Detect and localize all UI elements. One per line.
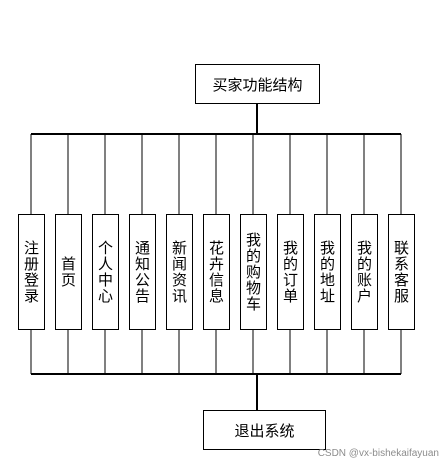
module-box: 通知公告 xyxy=(128,214,156,330)
module-box: 我的地址 xyxy=(313,214,341,330)
module-box: 新闻资讯 xyxy=(165,214,193,330)
module-label: 我的地址 xyxy=(318,240,336,304)
watermark: CSDN @vx-bishekaifayuan xyxy=(317,448,439,459)
module-label: 联系客服 xyxy=(392,240,410,304)
module-label: 首页 xyxy=(59,256,77,288)
module-label: 通知公告 xyxy=(133,240,151,304)
module-label: 花卉信息 xyxy=(207,240,225,304)
module-label: 我的账户 xyxy=(355,240,373,304)
module-box: 花卉信息 xyxy=(202,214,230,330)
root-node-label: 买家功能结构 xyxy=(212,75,303,94)
exit-node-box: 退出系统 xyxy=(203,410,326,450)
exit-node-label: 退出系统 xyxy=(234,421,295,440)
module-box: 我的订单 xyxy=(276,214,304,330)
module-box: 注册登录 xyxy=(17,214,45,330)
module-box: 个人中心 xyxy=(91,214,119,330)
module-box: 我的账户 xyxy=(350,214,378,330)
root-node-box: 买家功能结构 xyxy=(195,64,320,104)
module-label: 我的购物车 xyxy=(244,232,262,312)
module-label: 个人中心 xyxy=(96,240,114,304)
module-label: 新闻资讯 xyxy=(170,240,188,304)
module-label: 注册登录 xyxy=(22,240,40,304)
module-box: 首页 xyxy=(54,214,82,330)
module-box: 我的购物车 xyxy=(239,214,267,330)
module-wires xyxy=(30,134,402,374)
module-box: 联系客服 xyxy=(387,214,415,330)
module-label: 我的订单 xyxy=(281,240,299,304)
